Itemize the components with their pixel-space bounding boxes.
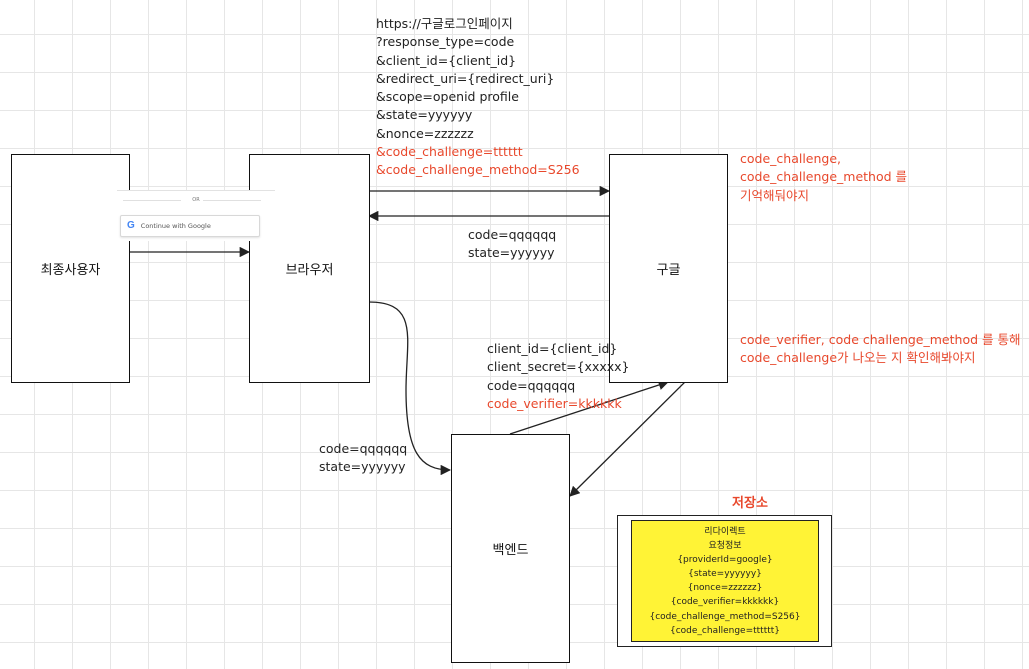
auth-request-line: https://구글로그인페이지 <box>376 16 513 31</box>
storage-sticky-note[interactable]: 리다이렉트 요청정보 {providerId=google} {state=yy… <box>631 520 819 642</box>
continue-with-google-label: Continue with Google <box>140 222 211 230</box>
auth-request-line: &state=yyyyyy <box>376 107 473 123</box>
storage-note-line: 요청정보 <box>708 541 742 552</box>
storage-note-line: {state=yyyyyy} <box>688 569 762 580</box>
auth-request-pkce-line: &code_challenge_method=S256 <box>376 162 580 178</box>
storage-title: 저장소 <box>732 496 768 511</box>
auth-request-params: https://구글로그인페이지 ?response_type=code &cl… <box>376 15 580 180</box>
token-request-pkce-line: code_verifier=kkkkkk <box>487 395 622 411</box>
auth-request-line: ?response_type=code <box>376 34 515 50</box>
callback-to-backend-params: code=qqqqqq state=yyyyyy <box>319 441 408 475</box>
browser-label: 브라우저 <box>285 263 334 278</box>
continue-with-google-button[interactable]: G Continue with Google <box>120 215 260 237</box>
google-label: 구글 <box>656 263 681 278</box>
auth-request-line: &nonce=zzzzzz <box>376 125 474 141</box>
or-divider-label: OR <box>192 197 200 203</box>
storage-note-line: {code_challenge=tttttt} <box>669 625 781 636</box>
google-remember-note: code_challenge, code_challenge_method 를 … <box>740 151 908 203</box>
storage-note-line: {providerId=google} <box>677 555 773 566</box>
backend-label: 백엔드 <box>492 543 529 558</box>
google-verify-note: code_verifier, code challenge_method 를 통… <box>740 332 1021 366</box>
google-signin-snippet: OR G Continue with Google <box>117 190 275 241</box>
auth-request-line: &client_id={client_id} <box>376 52 517 68</box>
browser-node[interactable]: 브라우저 <box>249 154 370 383</box>
token-request-params: client_id={client_id} client_secret={xxx… <box>487 340 629 413</box>
auth-request-pkce-line: &code_challenge=tttttt <box>376 144 523 160</box>
callback-to-browser-params: code=qqqqqq state=yyyyyy <box>468 227 557 261</box>
google-g-icon: G <box>127 220 135 231</box>
or-divider: OR <box>117 195 275 205</box>
storage-note-line: {code_challenge_method=S256} <box>649 611 801 622</box>
google-node[interactable]: 구글 <box>609 154 728 383</box>
end-user-label: 최종사용자 <box>40 263 101 278</box>
storage-note-line: 리다이렉트 <box>704 527 746 537</box>
storage-note-line: {nonce=zzzzzz} <box>687 583 763 594</box>
backend-node[interactable]: 백엔드 <box>451 434 570 663</box>
end-user-node[interactable]: 최종사용자 <box>11 154 130 383</box>
storage-note-line: {code_verifier=kkkkkk} <box>670 597 780 608</box>
auth-request-line: &scope=openid profile <box>376 89 519 105</box>
auth-request-line: &redirect_uri={redirect_uri} <box>376 70 555 86</box>
